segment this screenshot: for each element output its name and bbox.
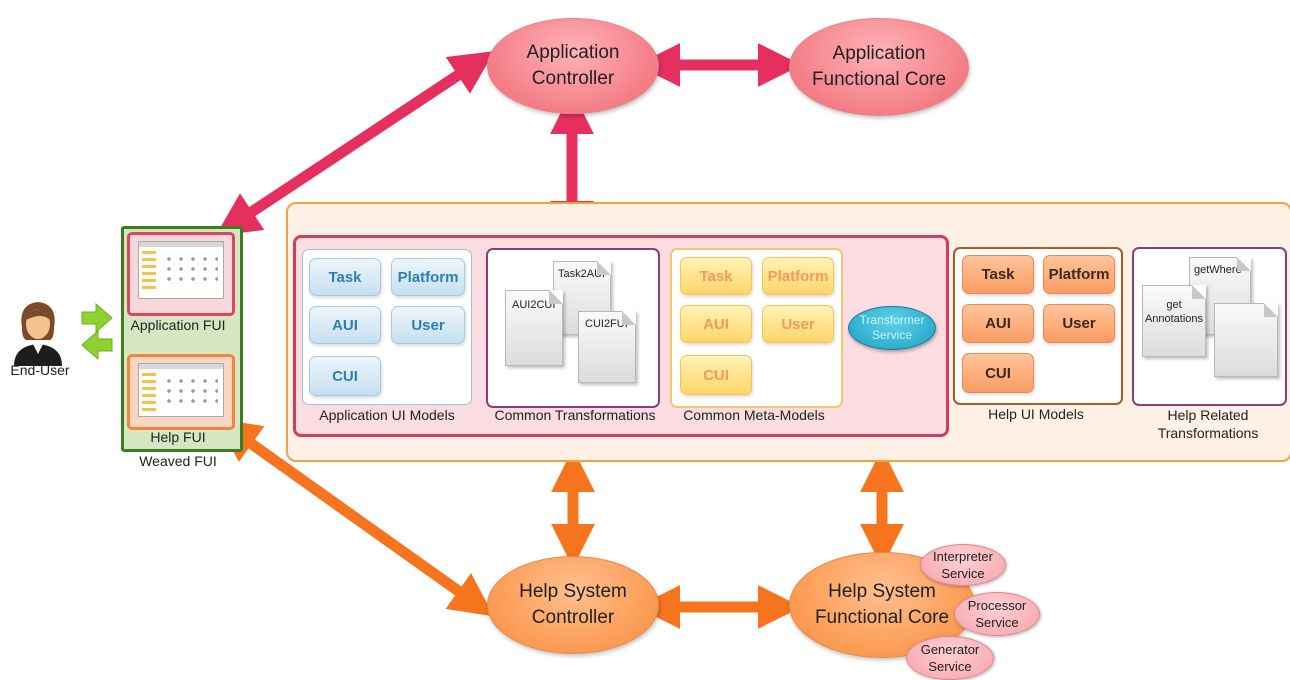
app-model-aui[interactable]: AUI xyxy=(309,306,381,344)
doc-cui2fui-label: CUI2FUI xyxy=(585,318,628,330)
help-fui-frame[interactable] xyxy=(127,354,235,430)
help-model-task[interactable]: Task xyxy=(962,255,1034,294)
help-model-cui[interactable]: CUI xyxy=(962,353,1034,393)
doc-task2aui-label: Task2AUI xyxy=(558,268,606,280)
meta-model-platform[interactable]: Platform xyxy=(762,257,834,295)
application-functional-core[interactable]: Application Functional Core xyxy=(789,18,969,116)
doc-get-annotations-label: get Annotations xyxy=(1144,299,1204,325)
help-ui-models-caption: Help UI Models xyxy=(988,406,1084,422)
application-controller-label: Application Controller xyxy=(526,42,620,89)
interpreter-service[interactable]: Interpreter Service xyxy=(920,544,1006,586)
doc-aui2cui-label: AUI2CUI xyxy=(512,299,556,311)
meta-model-user[interactable]: User xyxy=(762,305,834,343)
app-model-task[interactable]: Task xyxy=(309,258,381,296)
help-system-controller-label: Help System Controller xyxy=(519,581,627,628)
application-functional-core-label: Application Functional Core xyxy=(811,43,947,90)
help-fui-label: Help FUI xyxy=(150,429,206,445)
help-transformations-caption: Help Related Transformations xyxy=(1157,407,1259,441)
doc-aui2cui[interactable]: AUI2CUI xyxy=(505,290,563,366)
user-arrow-left xyxy=(81,329,113,361)
processor-service[interactable]: Processor Service xyxy=(954,592,1040,636)
help-model-platform[interactable]: Platform xyxy=(1043,255,1115,294)
transformer-service-label: Transformer Service xyxy=(859,313,925,342)
help-system-functional-core-label: Help System Functional Core xyxy=(814,581,950,628)
weaved-fui-label: Weaved FUI xyxy=(139,453,217,469)
app-model-platform[interactable]: Platform xyxy=(391,258,465,296)
application-fui-screenshot xyxy=(138,241,224,299)
application-fui-frame[interactable] xyxy=(127,232,235,316)
meta-model-cui[interactable]: CUI xyxy=(680,355,752,395)
arrow-fui-to-help-controller xyxy=(215,418,495,617)
app-model-cui[interactable]: CUI xyxy=(309,356,381,396)
processor-service-label: Processor Service xyxy=(967,598,1027,630)
doc-getwhere-label: getWhere xyxy=(1194,264,1242,276)
common-transformations-caption: Common Transformations xyxy=(494,407,656,423)
generator-service-label: Generator Service xyxy=(920,642,980,674)
help-fui-screenshot xyxy=(138,363,224,417)
common-meta-models-caption: Common Meta-Models xyxy=(683,407,825,423)
help-model-user[interactable]: User xyxy=(1043,304,1115,343)
interpreter-service-label: Interpreter Service xyxy=(933,549,993,581)
application-ui-models-caption: Application UI Models xyxy=(319,407,455,423)
application-fui-label: Application FUI xyxy=(130,317,226,333)
meta-model-aui[interactable]: AUI xyxy=(680,305,752,343)
doc-get-annotations[interactable]: get Annotations xyxy=(1142,285,1206,357)
application-controller[interactable]: Application Controller xyxy=(487,18,659,114)
app-model-user[interactable]: User xyxy=(391,306,465,344)
transformer-service[interactable]: Transformer Service xyxy=(848,306,936,350)
meta-model-task[interactable]: Task xyxy=(680,257,752,295)
end-user-label: End-User xyxy=(10,362,70,378)
generator-service[interactable]: Generator Service xyxy=(906,636,994,680)
arrow-fui-to-app-controller xyxy=(215,51,495,236)
user-arrow-right xyxy=(81,302,113,334)
doc-help-third[interactable] xyxy=(1214,303,1278,377)
end-user-icon xyxy=(14,302,62,366)
help-model-aui[interactable]: AUI xyxy=(962,304,1034,343)
help-system-controller[interactable]: Help System Controller xyxy=(487,556,659,654)
doc-cui2fui[interactable]: CUI2FUI xyxy=(578,311,636,383)
